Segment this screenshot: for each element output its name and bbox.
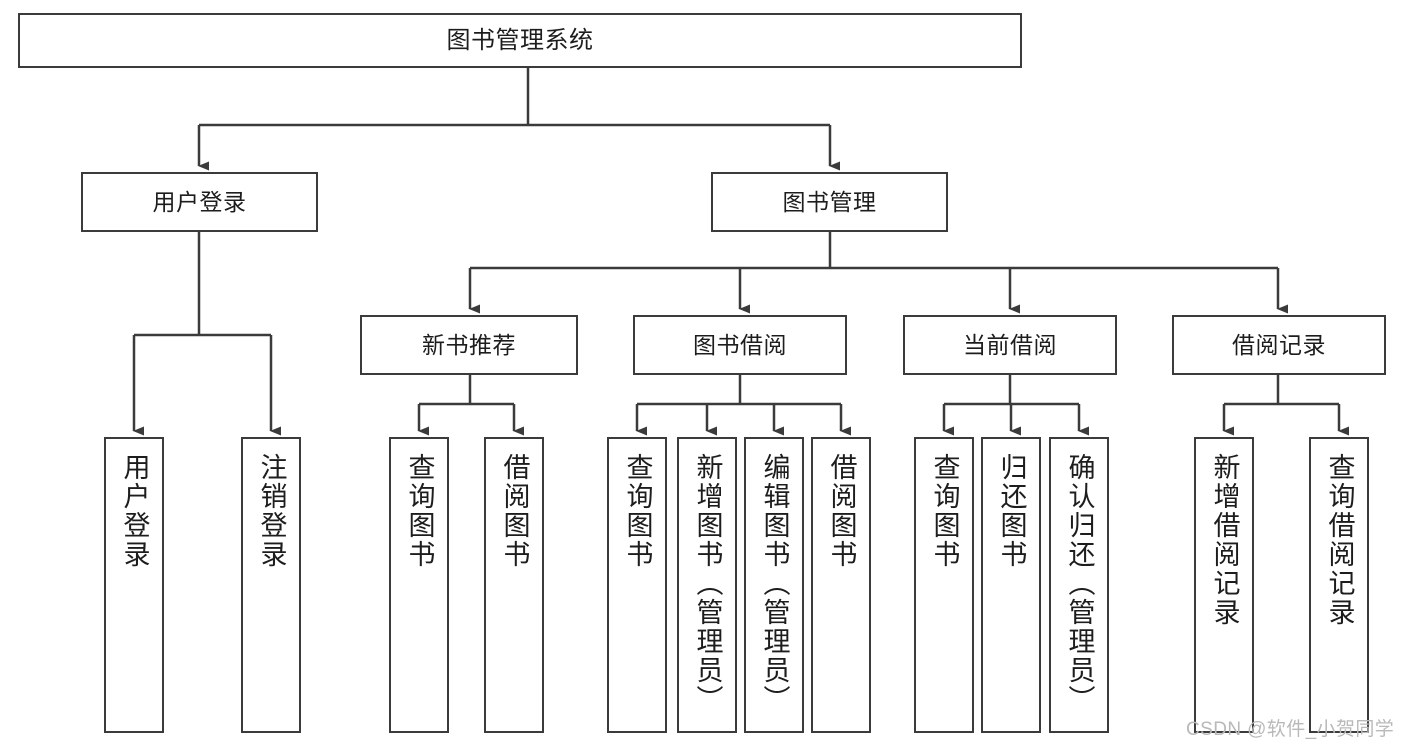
node-new-book-recommend[interactable]: 新书推荐 (360, 315, 578, 375)
leaf-new-book-borrow[interactable]: 借阅图书 (484, 437, 544, 733)
leaf-current-borrow-return[interactable]: 归还图书 (981, 437, 1041, 733)
node-label: 借阅图书 (826, 453, 857, 569)
leaf-book-borrow-edit[interactable]: 编辑图书（管理员） (744, 437, 804, 733)
node-borrow-record[interactable]: 借阅记录 (1172, 315, 1386, 375)
leaf-book-borrow-add[interactable]: 新增图书（管理员） (677, 437, 737, 733)
node-label: 借阅记录 (1232, 331, 1326, 358)
leaf-current-borrow-query[interactable]: 查询图书 (914, 437, 974, 733)
node-book-management[interactable]: 图书管理 (711, 172, 948, 232)
node-label: 用户登录 (152, 188, 247, 215)
leaf-current-borrow-confirm-return[interactable]: 确认归还（管理员） (1049, 437, 1109, 733)
node-label: 图书管理系统 (446, 26, 594, 54)
node-current-borrow[interactable]: 当前借阅 (903, 315, 1117, 375)
node-label: 查询图书 (929, 453, 960, 569)
node-label: 新书推荐 (422, 331, 516, 358)
node-label: 当前借阅 (963, 331, 1057, 358)
leaf-user-login-login[interactable]: 用户登录 (104, 437, 164, 733)
node-label: 查询借阅记录 (1324, 453, 1355, 627)
node-root-book-management-system[interactable]: 图书管理系统 (18, 13, 1022, 68)
node-book-borrow[interactable]: 图书借阅 (633, 315, 847, 375)
node-user-login[interactable]: 用户登录 (81, 172, 318, 232)
leaf-new-book-query[interactable]: 查询图书 (389, 437, 449, 733)
leaf-user-login-logout[interactable]: 注销登录 (241, 437, 301, 733)
node-label: 查询图书 (404, 453, 435, 569)
leaf-borrow-record-add[interactable]: 新增借阅记录 (1194, 437, 1254, 733)
node-label: 查询图书 (622, 453, 653, 569)
node-label: 用户登录 (119, 453, 150, 569)
leaf-borrow-record-query[interactable]: 查询借阅记录 (1309, 437, 1369, 733)
node-label: 图书借阅 (693, 331, 787, 358)
leaf-book-borrow-borrow[interactable]: 借阅图书 (811, 437, 871, 733)
node-label: 编辑图书（管理员） (759, 453, 790, 714)
watermark-text: CSDN @软件_小贺同学 (1186, 719, 1395, 740)
node-label: 新增借阅记录 (1209, 453, 1240, 627)
node-label: 图书管理 (782, 188, 877, 215)
node-label: 确认归还（管理员） (1064, 453, 1095, 714)
node-label: 借阅图书 (499, 453, 530, 569)
node-label: 归还图书 (996, 453, 1027, 569)
node-label: 新增图书（管理员） (692, 453, 723, 714)
leaf-book-borrow-query[interactable]: 查询图书 (607, 437, 667, 733)
node-label: 注销登录 (256, 453, 287, 569)
